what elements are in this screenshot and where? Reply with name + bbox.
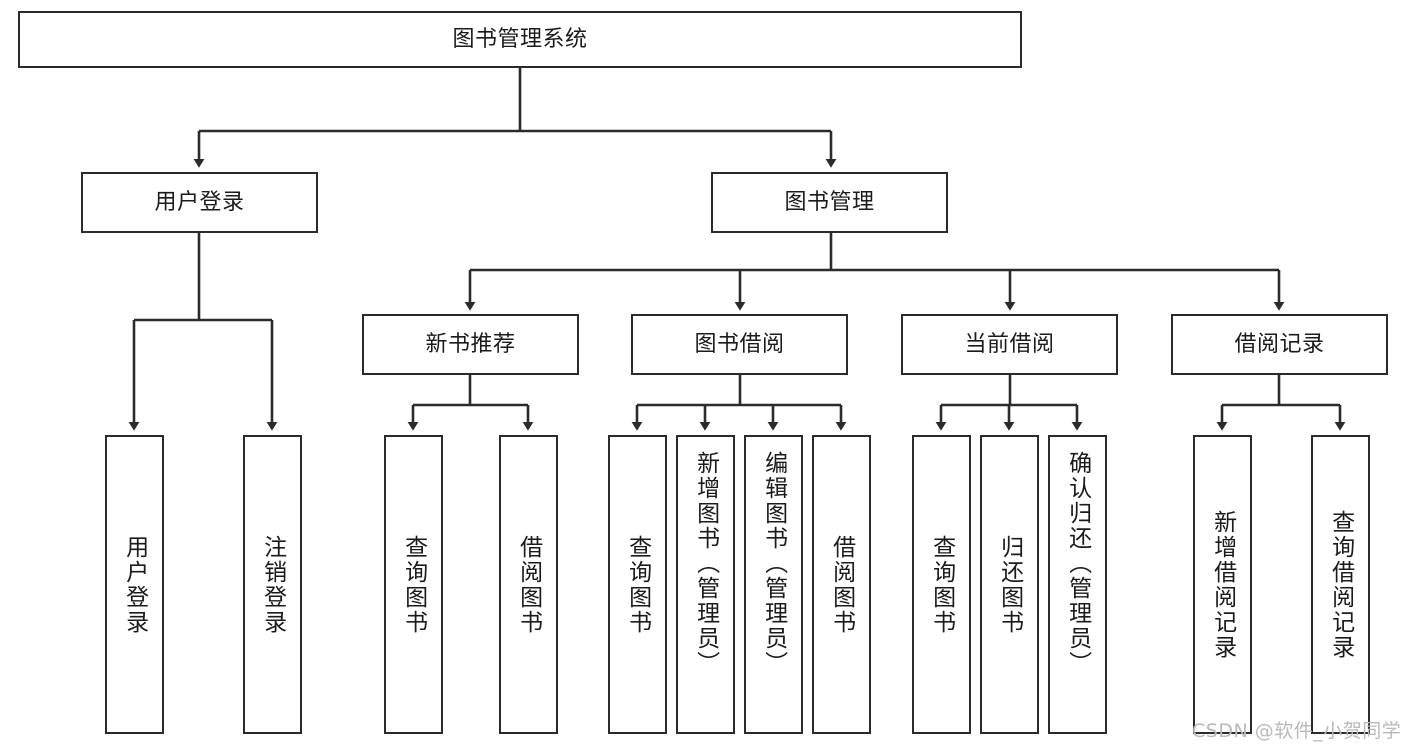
node-root[interactable]: 图书管理系统 — [18, 11, 1022, 68]
node-leaf-query-book-3-label: 查询图书 — [928, 534, 955, 635]
node-leaf-borrow-book-1[interactable]: 借阅图书 — [499, 435, 558, 734]
csdn-watermark: CSDN @软件_小贺同学 — [1192, 720, 1402, 742]
node-user-login-label: 用户登录 — [154, 189, 245, 215]
node-current-borrow-label: 当前借阅 — [964, 331, 1055, 357]
node-user-login[interactable]: 用户登录 — [81, 172, 318, 233]
node-leaf-edit-book[interactable]: 编辑图书（管理员） — [744, 435, 803, 734]
node-leaf-query-book-1-label: 查询图书 — [400, 534, 427, 635]
node-leaf-user-login[interactable]: 用户登录 — [105, 435, 164, 734]
node-leaf-borrow-book-2-label: 借阅图书 — [828, 534, 855, 635]
node-leaf-add-book[interactable]: 新增图书（管理员） — [676, 435, 735, 734]
node-leaf-borrow-book-1-label: 借阅图书 — [515, 534, 542, 635]
node-leaf-query-record[interactable]: 查询借阅记录 — [1311, 435, 1370, 734]
node-borrow-record-label: 借阅记录 — [1234, 331, 1325, 357]
node-new-book-recommend-label: 新书推荐 — [425, 331, 516, 357]
node-leaf-query-record-label: 查询借阅记录 — [1327, 509, 1354, 660]
node-new-book-recommend[interactable]: 新书推荐 — [362, 314, 579, 375]
node-book-management[interactable]: 图书管理 — [711, 172, 948, 233]
node-leaf-user-logout[interactable]: 注销登录 — [243, 435, 302, 734]
node-borrow-record[interactable]: 借阅记录 — [1171, 314, 1388, 375]
node-book-management-label: 图书管理 — [784, 189, 875, 215]
node-leaf-confirm-return-label: 确认归还（管理员） — [1064, 451, 1091, 676]
node-book-borrow[interactable]: 图书借阅 — [631, 314, 848, 375]
node-leaf-user-logout-label: 注销登录 — [259, 534, 286, 635]
node-leaf-query-book-2[interactable]: 查询图书 — [608, 435, 667, 734]
node-book-borrow-label: 图书借阅 — [694, 331, 785, 357]
node-leaf-query-book-2-label: 查询图书 — [624, 534, 651, 635]
node-leaf-query-book-1[interactable]: 查询图书 — [384, 435, 443, 734]
node-leaf-edit-book-label: 编辑图书（管理员） — [760, 451, 787, 676]
node-leaf-borrow-book-2[interactable]: 借阅图书 — [812, 435, 871, 734]
node-leaf-add-record-label: 新增借阅记录 — [1209, 509, 1236, 660]
node-leaf-user-login-label: 用户登录 — [121, 534, 148, 635]
node-leaf-confirm-return[interactable]: 确认归还（管理员） — [1048, 435, 1107, 734]
node-root-label: 图书管理系统 — [452, 26, 588, 52]
node-leaf-add-book-label: 新增图书（管理员） — [692, 451, 719, 676]
node-leaf-return-book-label: 归还图书 — [996, 534, 1023, 635]
node-current-borrow[interactable]: 当前借阅 — [901, 314, 1118, 375]
node-leaf-add-record[interactable]: 新增借阅记录 — [1193, 435, 1252, 734]
node-leaf-query-book-3[interactable]: 查询图书 — [912, 435, 971, 734]
node-leaf-return-book[interactable]: 归还图书 — [980, 435, 1039, 734]
